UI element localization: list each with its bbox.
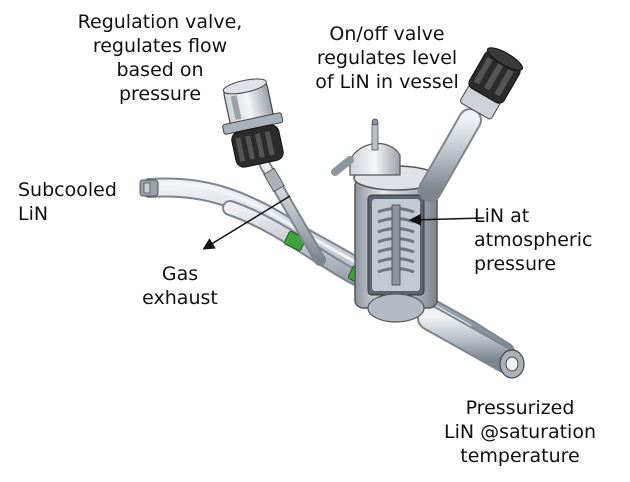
label-pressurized-line1: Pressurized [465,397,575,419]
label-regulation-valve-line4: pressure [118,83,202,105]
lin-vessel [349,142,439,323]
regulation-valve [222,78,284,168]
label-subcooled: Subcooled LiN [18,178,138,226]
label-lin-atmospheric-line1: LiN at [474,205,530,227]
label-pressurized-line3: temperature [460,445,580,467]
label-regulation-valve-line3: based on [116,59,204,81]
pressurized-outlet [417,305,525,379]
label-lin-atmospheric: LiN at atmospheric pressure [474,204,594,276]
label-lin-atmospheric-line3: pressure [474,253,557,275]
label-onoff-valve-line1: On/off valve [329,23,445,45]
label-onoff-valve: On/off valve regulates level of LiN in v… [302,22,472,94]
label-regulation-valve-line2: regulates flow [92,35,228,57]
label-onoff-valve-line2: regulates level [316,47,458,69]
label-regulation-valve-line1: Regulation valve, [77,11,243,33]
label-gas-exhaust-line1: Gas [161,263,199,285]
label-subcooled-line2: LiN [18,203,49,225]
label-onoff-valve-line3: of LiN in vessel [315,71,459,93]
label-subcooled-line1: Subcooled [18,179,117,201]
annotation-arrows [202,195,485,250]
vent-pin [371,118,379,151]
side-port [331,156,354,176]
onoff-valve [460,47,524,120]
label-regulation-valve: Regulation valve, regulates flow based o… [70,10,250,106]
label-gas-exhaust-line2: exhaust [142,287,218,309]
onoff-valve-pipe [418,108,482,202]
label-pressurized: Pressurized LiN @saturation temperature [430,396,610,468]
subcooled-inlet-fitting [139,179,159,197]
lin-atmospheric-arrow [409,213,485,226]
regulation-valve-stem [259,159,326,266]
gas-exhaust-arrow [202,195,291,250]
label-pressurized-line2: LiN @saturation [444,421,596,443]
label-gas-exhaust: Gas exhaust [130,262,230,310]
label-lin-atmospheric-line2: atmospheric [474,229,593,251]
